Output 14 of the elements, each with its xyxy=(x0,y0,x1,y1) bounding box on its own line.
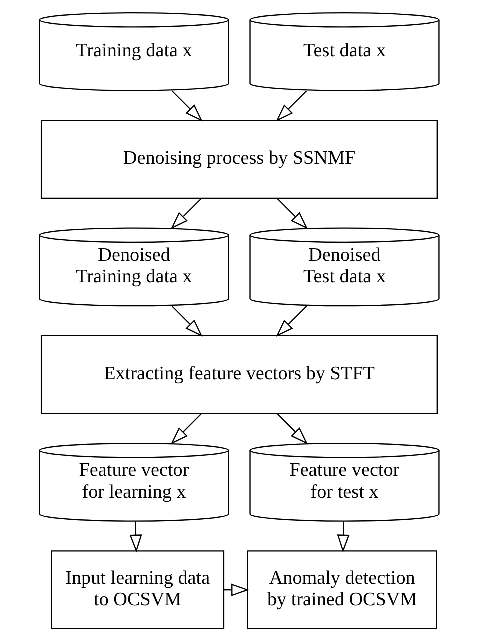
arrow xyxy=(172,306,203,337)
node-box: Anomaly detection by trained OCSVM xyxy=(247,550,438,630)
arrow xyxy=(170,198,202,230)
arrow xyxy=(276,90,308,122)
node-box: Extracting feature vectors by STFT xyxy=(40,335,438,414)
arrow xyxy=(277,414,308,445)
arrow xyxy=(130,522,142,553)
arrow xyxy=(276,306,308,337)
node-box: Denoising process by SSNMF xyxy=(40,120,438,200)
arrow xyxy=(170,414,202,445)
arrow xyxy=(277,198,308,230)
node-box: Input learning data to OCSVM xyxy=(51,550,225,630)
arrow xyxy=(337,522,350,553)
arrow xyxy=(172,90,203,122)
